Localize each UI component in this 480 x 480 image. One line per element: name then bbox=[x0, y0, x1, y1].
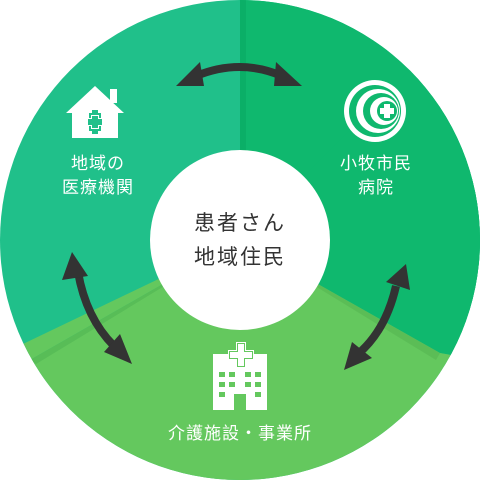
house-medical-icon bbox=[66, 86, 124, 138]
arrow-right bbox=[344, 264, 410, 370]
komaki-hospital-label-line2: 病院 bbox=[358, 178, 394, 198]
arrow-top bbox=[176, 62, 302, 86]
arrow-left bbox=[62, 252, 132, 364]
center-label: 患者さん 地域住民 bbox=[150, 150, 330, 330]
hospital-logo-icon bbox=[344, 80, 406, 142]
center-circle bbox=[150, 150, 330, 330]
care-building-icon bbox=[213, 342, 267, 410]
local-clinic-label-line1: 地域の bbox=[71, 154, 125, 174]
center-label-line2: 地域住民 bbox=[194, 245, 286, 269]
local-clinic-label-line2: 医療機関 bbox=[62, 178, 134, 198]
care-facilities-label-line1: 介護施設・事業所 bbox=[168, 424, 312, 444]
local-clinic-label: 地域の 医療機関 bbox=[48, 152, 148, 200]
komaki-hospital-label: 小牧市民 病院 bbox=[326, 152, 426, 200]
care-facilities-label: 介護施設・事業所 bbox=[140, 422, 340, 446]
center-label-line1: 患者さん bbox=[194, 211, 286, 235]
komaki-hospital-label-line1: 小牧市民 bbox=[340, 154, 412, 174]
